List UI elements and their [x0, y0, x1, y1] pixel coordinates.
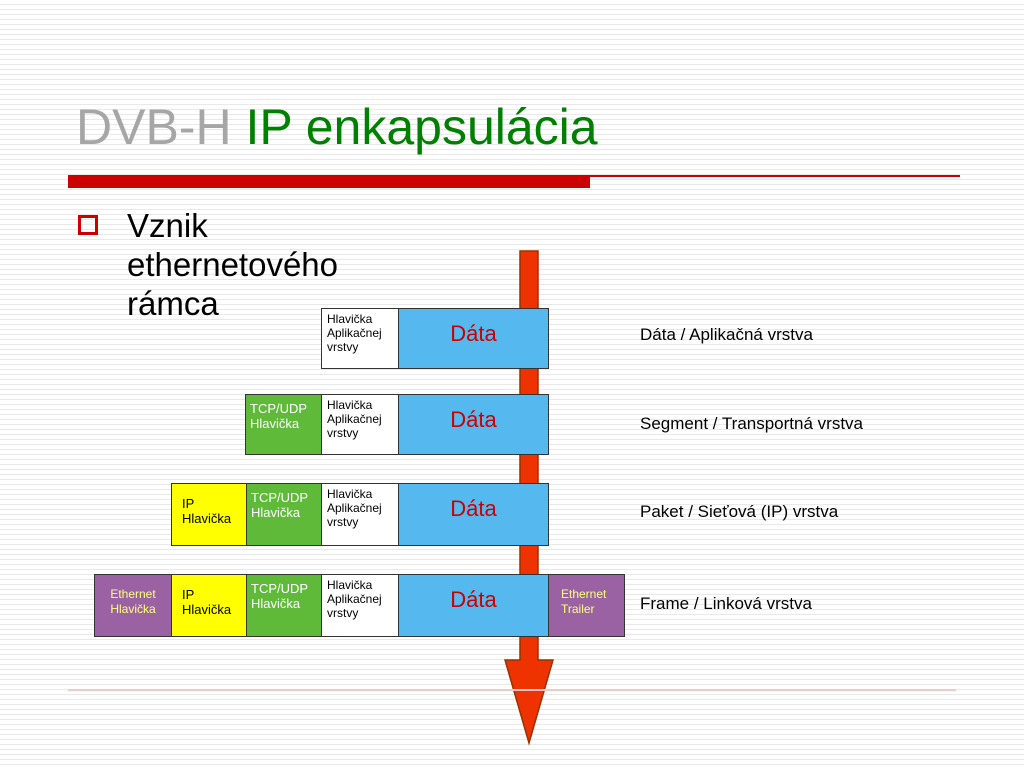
ethernet-header-box: Ethernet Hlavička [94, 574, 172, 637]
data-label: Dáta [450, 496, 497, 521]
eth-header-line: Hlavička [110, 602, 156, 616]
app-header-line: Aplikačnej [327, 592, 382, 606]
ip-header-line: IP [182, 587, 195, 602]
data-label: Dáta [450, 587, 497, 612]
app-header-line: Hlavička [327, 398, 373, 412]
data-box: Dáta [398, 308, 549, 369]
title-ip-encapsulation: IP enkapsulácia [245, 99, 598, 155]
layer-label-link: Frame / Linková vrstva [640, 594, 812, 613]
app-header-box: Hlavička Aplikačnej vrstvy [321, 574, 399, 637]
data-label: Dáta [450, 407, 497, 432]
ip-header-line: Hlavička [182, 602, 232, 617]
tcp-header-line: TCP/UDP [251, 581, 309, 596]
app-header-box: Hlavička Aplikačnej vrstvy [321, 483, 399, 546]
title-dvbh: DVB-H [76, 99, 232, 155]
tcp-header-line: Hlavička [251, 596, 301, 611]
app-header-line: Hlavička [327, 312, 373, 326]
ip-header-line: IP [182, 496, 195, 511]
app-header-line: Aplikačnej [327, 412, 382, 426]
app-header-line: Hlavička [327, 487, 373, 501]
tcp-header-line: TCP/UDP [250, 401, 308, 416]
app-header-line: vrstvy [327, 340, 359, 354]
title-underline-thick [68, 175, 590, 188]
eth-trailer-line: Ethernet [561, 587, 607, 601]
ip-header-box: IP Hlavička [171, 483, 247, 546]
layer-label-network: Paket / Sieťová (IP) vrstva [640, 502, 839, 521]
bullet-line: ethernetového [127, 246, 339, 283]
app-header-box: Hlavička Aplikačnej vrstvy [321, 308, 399, 369]
app-header-box: Hlavička Aplikačnej vrstvy [321, 394, 399, 455]
tcp-udp-header-box: TCP/UDP Hlavička [246, 483, 322, 546]
tcp-udp-header-box: TCP/UDP Hlavička [246, 574, 322, 637]
slide-title: DVB-H IP enkapsulácia [76, 100, 598, 155]
data-label: Dáta [450, 321, 497, 346]
layer-label-transport: Segment / Transportná vrstva [640, 414, 863, 433]
app-header-line: vrstvy [327, 426, 359, 440]
bullet-text: Vznik ethernetového rámca [127, 206, 427, 323]
tcp-udp-header-box: TCP/UDP Hlavička [245, 394, 322, 455]
tcp-header-line: TCP/UDP [251, 490, 309, 505]
data-box: Dáta [398, 483, 549, 546]
data-box: Dáta [398, 574, 549, 637]
title-underline-thin [590, 175, 960, 177]
data-box: Dáta [398, 394, 549, 455]
ip-header-box: IP Hlavička [171, 574, 247, 637]
eth-trailer-line: Trailer [561, 602, 595, 616]
app-header-line: vrstvy [327, 606, 359, 620]
app-header-line: Aplikačnej [327, 501, 382, 515]
eth-header-line: Ethernet [110, 587, 156, 601]
app-header-line: Hlavička [327, 578, 373, 592]
tcp-header-line: Hlavička [250, 416, 300, 431]
bullet-square-icon [78, 215, 98, 235]
app-header-line: Aplikačnej [327, 326, 382, 340]
tcp-header-line: Hlavička [251, 505, 301, 520]
layer-label-application: Dáta / Aplikačná vrstva [640, 325, 813, 344]
ethernet-trailer-box: Ethernet Trailer [548, 574, 625, 637]
bullet-line: Vznik [127, 207, 208, 244]
app-header-line: vrstvy [327, 515, 359, 529]
bullet-line: rámca [127, 285, 219, 322]
ip-header-line: Hlavička [182, 511, 232, 526]
footer-divider [68, 689, 956, 691]
